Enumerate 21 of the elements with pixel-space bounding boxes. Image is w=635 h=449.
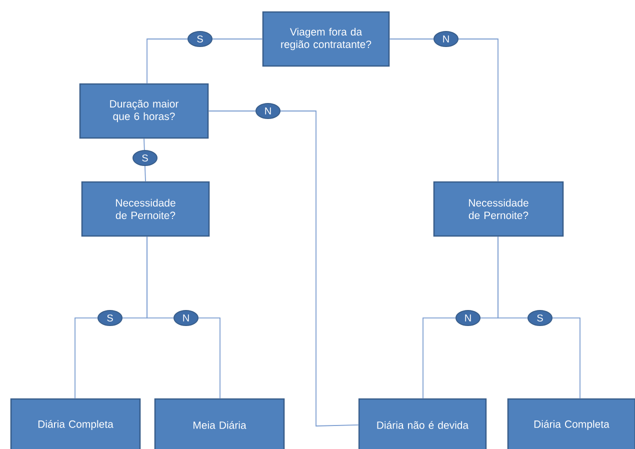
edge-label: S — [528, 310, 552, 326]
connector-line — [208, 110, 359, 426]
connector-line — [146, 38, 263, 84]
edge-label: S — [98, 310, 122, 326]
process-box: Diária Completa — [10, 398, 141, 449]
process-box: Meia Diária — [154, 398, 285, 449]
process-box: Necessidade de Pernoite? — [433, 181, 564, 237]
process-box: Necessidade de Pernoite? — [81, 181, 210, 237]
process-box: Viagem fora da região contratante? — [262, 11, 390, 67]
process-box: Diária Completa — [507, 398, 635, 449]
process-box: Duração maior que 6 horas? — [79, 83, 209, 139]
edge-label: S — [132, 150, 158, 166]
edge-label: N — [174, 310, 198, 326]
edge-label: N — [456, 310, 480, 326]
connector-line — [498, 236, 580, 399]
connector-line — [146, 236, 220, 399]
process-box: Diária não é devida — [358, 398, 487, 449]
edge-label: N — [256, 103, 280, 119]
connector-line — [389, 38, 498, 182]
edge-label: N — [434, 31, 458, 47]
edge-label: S — [188, 31, 212, 47]
